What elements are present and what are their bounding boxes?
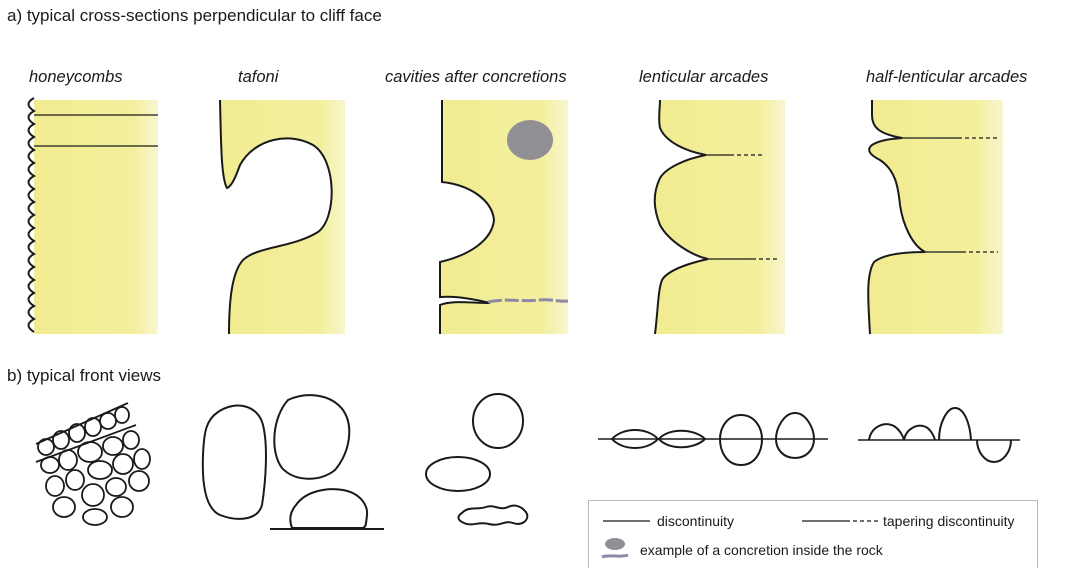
front-view-lenticular [598, 413, 828, 465]
legend-concretion-symbol [605, 538, 625, 550]
legend-concretion-seam-symbol [602, 555, 628, 557]
front-view-honeycombs [36, 403, 150, 525]
front-view-tafoni [203, 395, 384, 529]
honeycomb-profile [29, 98, 35, 332]
cross-section-tafoni [220, 100, 345, 334]
cross-section-honeycombs [29, 98, 159, 334]
concretion-ellipse [507, 120, 553, 160]
cross-section-cavities [440, 100, 568, 334]
front-view-half-lenticular [858, 408, 1020, 462]
cross-section-half-lenticular [868, 100, 1003, 334]
legend-symbols [602, 521, 878, 557]
front-view-cavities [426, 394, 527, 525]
cross-section-lenticular [655, 100, 785, 334]
concretion-seam [488, 300, 568, 302]
